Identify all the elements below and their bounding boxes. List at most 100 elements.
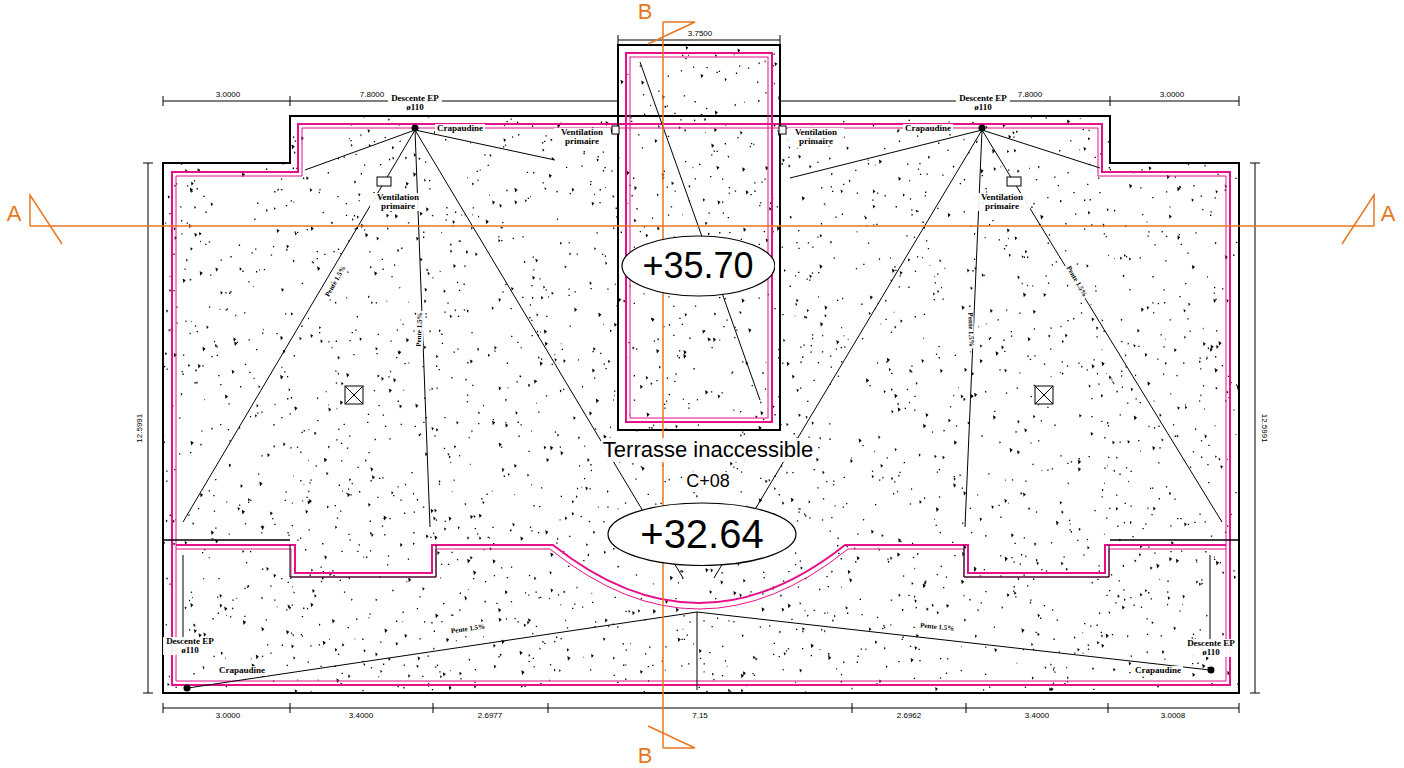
- gravel-dot: [531, 430, 532, 432]
- gravel-dot: [1079, 528, 1081, 531]
- gravel-dot: [703, 620, 704, 621]
- gravel-dot: [939, 357, 940, 358]
- gravel-dot: [472, 385, 473, 386]
- gravel-dot: [1126, 256, 1127, 257]
- gravel-dot: [447, 214, 448, 215]
- gravel-dot: [254, 377, 256, 379]
- gravel-dot: [1173, 108, 1174, 109]
- gravel-dot: [1088, 211, 1091, 215]
- gravel-dot: [826, 576, 827, 577]
- gravel-dot: [488, 165, 489, 166]
- gravel-dot: [628, 203, 629, 205]
- gravel-dot: [875, 641, 877, 645]
- gravel-dot: [511, 566, 512, 567]
- gravel-dot: [1038, 440, 1039, 441]
- gravel-dot: [1048, 243, 1049, 244]
- gravel-dot: [349, 478, 351, 481]
- gravel-dot: [1051, 327, 1053, 329]
- gravel-dot: [1152, 487, 1153, 488]
- gravel-dot: [584, 151, 585, 152]
- gravel-dot: [1219, 341, 1222, 346]
- gravel-dot: [798, 155, 801, 159]
- gravel-dot: [310, 479, 311, 480]
- gravel-dot: [914, 678, 915, 679]
- gravel-dot: [1140, 257, 1141, 258]
- gravel-dot: [614, 390, 615, 391]
- gravel-dot: [634, 303, 635, 304]
- gravel-dot: [1205, 521, 1206, 522]
- gravel-dot: [974, 233, 976, 236]
- gravel-dot: [677, 355, 678, 356]
- gravel-dot: [911, 488, 913, 490]
- gravel-dot: [505, 422, 506, 424]
- gravel-dot: [225, 658, 226, 660]
- gravel-dot: [439, 480, 441, 483]
- gravel-dot: [800, 346, 801, 347]
- gravel-dot: [811, 345, 812, 346]
- gravel-dot: [324, 458, 327, 463]
- gravel-dot: [961, 580, 964, 585]
- gravel-dot: [1081, 303, 1082, 304]
- gravel-dot: [383, 269, 384, 270]
- gravel-dot: [331, 347, 332, 349]
- gravel-dot: [190, 603, 193, 607]
- gravel-dot: [1013, 590, 1014, 591]
- gravel-dot: [368, 452, 369, 453]
- gravel-dot: [174, 185, 175, 186]
- gravel-dot: [1040, 215, 1043, 220]
- gravel-dot: [543, 286, 545, 289]
- gravel-dot: [567, 107, 568, 108]
- gravel-dot: [935, 282, 936, 283]
- gravel-dot: [826, 481, 827, 482]
- gravel-dot: [251, 252, 252, 253]
- gravel-dot: [532, 633, 533, 634]
- gravel-dot: [239, 505, 240, 506]
- gravel-dot: [862, 338, 863, 339]
- gravel-dot: [431, 388, 433, 391]
- gravel-dot: [1124, 254, 1126, 257]
- gravel-dot: [740, 131, 743, 135]
- gravel-dot: [492, 490, 493, 492]
- gravel-dot: [969, 599, 970, 600]
- gravel-dot: [406, 581, 407, 583]
- gravel-dot: [556, 190, 558, 193]
- gravel-dot: [544, 643, 545, 644]
- gravel-dot: [779, 494, 780, 495]
- gravel-dot: [914, 627, 915, 628]
- gravel-dot: [604, 363, 606, 366]
- gravel-dot: [595, 428, 596, 429]
- gravel-dot: [174, 227, 176, 230]
- gravel-dot: [1004, 62, 1007, 67]
- gravel-dot: [380, 670, 382, 673]
- gravel-dot: [1121, 375, 1123, 377]
- gravel-dot: [559, 669, 561, 672]
- gravel-dot: [823, 498, 824, 499]
- gravel-dot: [297, 539, 298, 540]
- gravel-dot: [1089, 385, 1091, 388]
- gravel-dot: [477, 348, 478, 349]
- gravel-dot: [448, 453, 450, 456]
- gravel-dot: [1037, 562, 1039, 566]
- gravel-dot: [1085, 80, 1088, 84]
- gravel-dot: [798, 230, 799, 231]
- gravel-dot: [625, 611, 626, 612]
- gravel-dot: [317, 420, 318, 421]
- gravel-dot: [396, 621, 397, 622]
- gravel-dot: [885, 319, 886, 320]
- gravel-dot: [1027, 257, 1028, 258]
- gravel-dot: [1201, 440, 1202, 441]
- gravel-dot: [1120, 143, 1121, 144]
- gravel-dot: [1008, 169, 1009, 170]
- gravel-dot: [1192, 137, 1194, 139]
- gravel-dot: [594, 193, 595, 195]
- gravel-dot: [1222, 288, 1223, 289]
- gravel-dot: [274, 149, 275, 150]
- gravel-dot: [740, 311, 742, 314]
- gravel-dot: [181, 393, 183, 396]
- gravel-dot: [1138, 346, 1139, 347]
- gravel-dot: [886, 361, 887, 362]
- gravel-dot: [907, 389, 908, 390]
- gravel-dot: [496, 603, 497, 604]
- gravel-dot: [270, 653, 271, 654]
- gravel-dot: [1003, 340, 1004, 341]
